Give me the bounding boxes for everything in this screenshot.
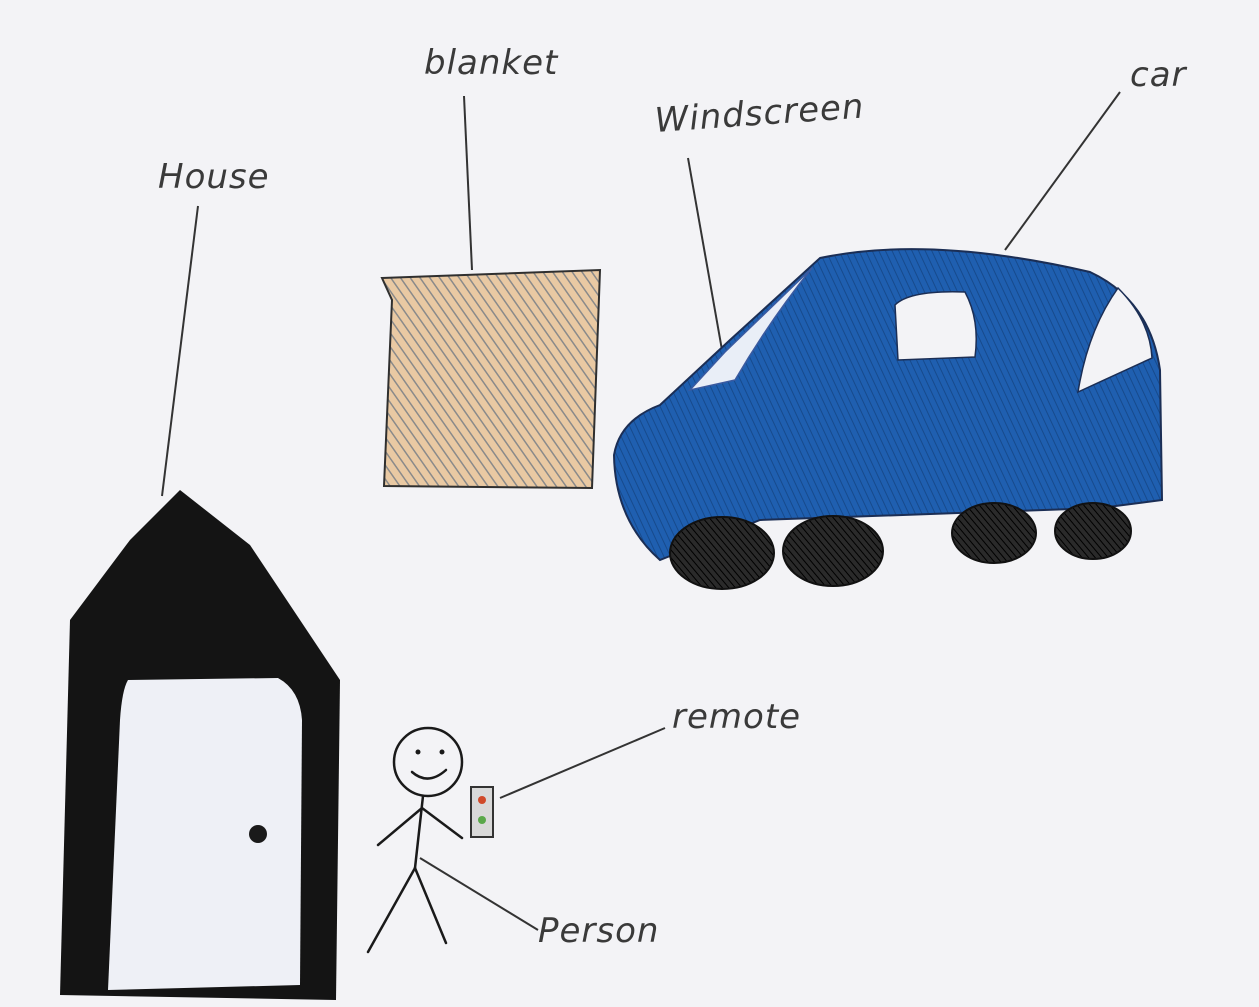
house-icon bbox=[60, 490, 340, 1000]
remote-label: remote bbox=[672, 700, 801, 734]
car-leader-line bbox=[1005, 92, 1120, 250]
blanket-label: blanket bbox=[424, 46, 558, 80]
wheel-icon bbox=[952, 503, 1036, 563]
windscreen-leader-line bbox=[688, 158, 722, 350]
wheel-icon bbox=[1055, 503, 1131, 559]
car-label: car bbox=[1130, 58, 1187, 92]
wheel-icon bbox=[783, 516, 883, 586]
remote-leader-line bbox=[500, 728, 665, 798]
person-icon bbox=[368, 728, 462, 952]
house-label: House bbox=[158, 160, 270, 194]
person-label: Person bbox=[538, 914, 659, 948]
car-icon bbox=[614, 249, 1162, 589]
remote-icon bbox=[471, 787, 493, 837]
house-leader-line bbox=[162, 206, 198, 496]
blanket-leader-line bbox=[464, 96, 472, 270]
blanket-icon bbox=[382, 270, 600, 488]
person-leader-line bbox=[420, 858, 538, 930]
doorknob-icon bbox=[249, 825, 267, 843]
car-window-icon bbox=[895, 292, 976, 360]
wheel-icon bbox=[670, 517, 774, 589]
